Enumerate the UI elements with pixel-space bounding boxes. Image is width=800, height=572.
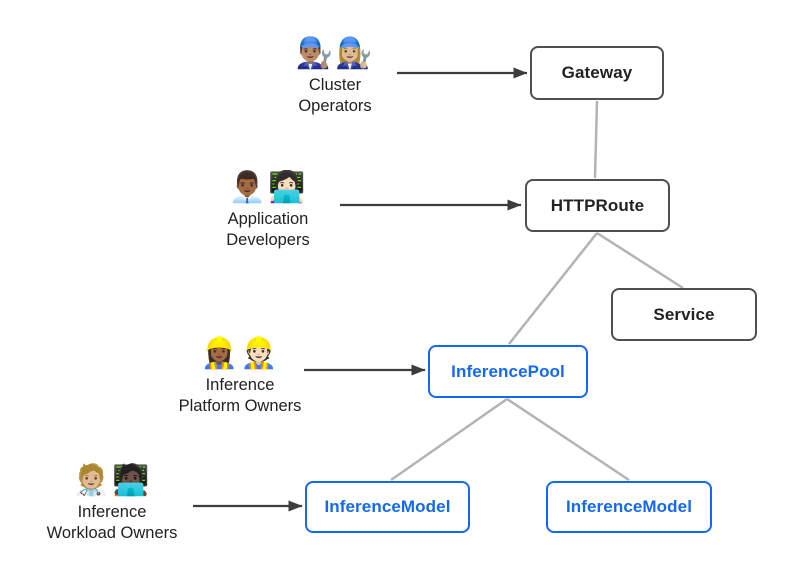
persona-inference-platform-owners: 👷🏾‍♀️👷🏻 Inference Platform Owners <box>140 333 340 416</box>
application-developers-label-line2: Developers <box>226 230 310 249</box>
node-inferencepool: InferencePool <box>428 345 588 398</box>
cluster-operators-label-line2: Operators <box>298 96 372 115</box>
persona-inference-workload-owners: 🧑🏼‍⚕️🧑🏿‍💻 Inference Workload Owners <box>12 460 212 543</box>
node-inferencemodel-right-label: InferenceModel <box>565 497 693 516</box>
inference-platform-owners-label-line1: Inference <box>205 376 275 394</box>
cluster-operators-label-line1: Cluster <box>308 76 362 94</box>
node-gateway-label: Gateway <box>561 63 633 82</box>
connector-gateway-httproute <box>593 100 599 179</box>
persona-application-developers: 👨🏾‍💼👩🏻‍💻 Application Developers <box>178 167 358 250</box>
node-service-label: Service <box>653 304 715 324</box>
node-inferencemodel-left: InferenceModel <box>305 481 470 533</box>
inference-platform-owners-label-line2: Platform Owners <box>178 396 302 415</box>
inference-workload-owners-emoji: 🧑🏼‍⚕️🧑🏿‍💻 <box>72 464 152 497</box>
inference-workload-owners-label-line2: Workload Owners <box>46 523 178 542</box>
application-developers-emoji: 👨🏾‍💼👩🏻‍💻 <box>228 171 308 204</box>
node-inferencemodel-right: InferenceModel <box>546 481 712 533</box>
node-httproute-label: HTTPRoute <box>550 195 645 215</box>
persona-cluster-operators: 👨🏽‍🔧👩🏼‍🔧 Cluster Operators <box>245 33 425 116</box>
cluster-operators-emoji: 👨🏽‍🔧👩🏼‍🔧 <box>295 37 375 70</box>
inference-platform-owners-emoji: 👷🏾‍♀️👷🏻 <box>200 337 280 370</box>
connector-inferencepool-inferencemodel-right <box>506 397 630 482</box>
connector-httproute-inferencepool <box>508 232 598 345</box>
node-inferencepool-label: InferencePool <box>451 361 565 381</box>
inference-workload-owners-label-line1: Inference <box>77 503 147 521</box>
connector-httproute-service <box>596 231 684 290</box>
node-inferencemodel-left-label: InferenceModel <box>324 497 451 516</box>
node-httproute: HTTPRoute <box>525 179 670 232</box>
node-gateway: Gateway <box>530 46 664 100</box>
connector-inferencepool-inferencemodel-left <box>390 397 508 482</box>
node-service: Service <box>611 288 757 341</box>
application-developers-label-line1: Application <box>227 210 309 228</box>
